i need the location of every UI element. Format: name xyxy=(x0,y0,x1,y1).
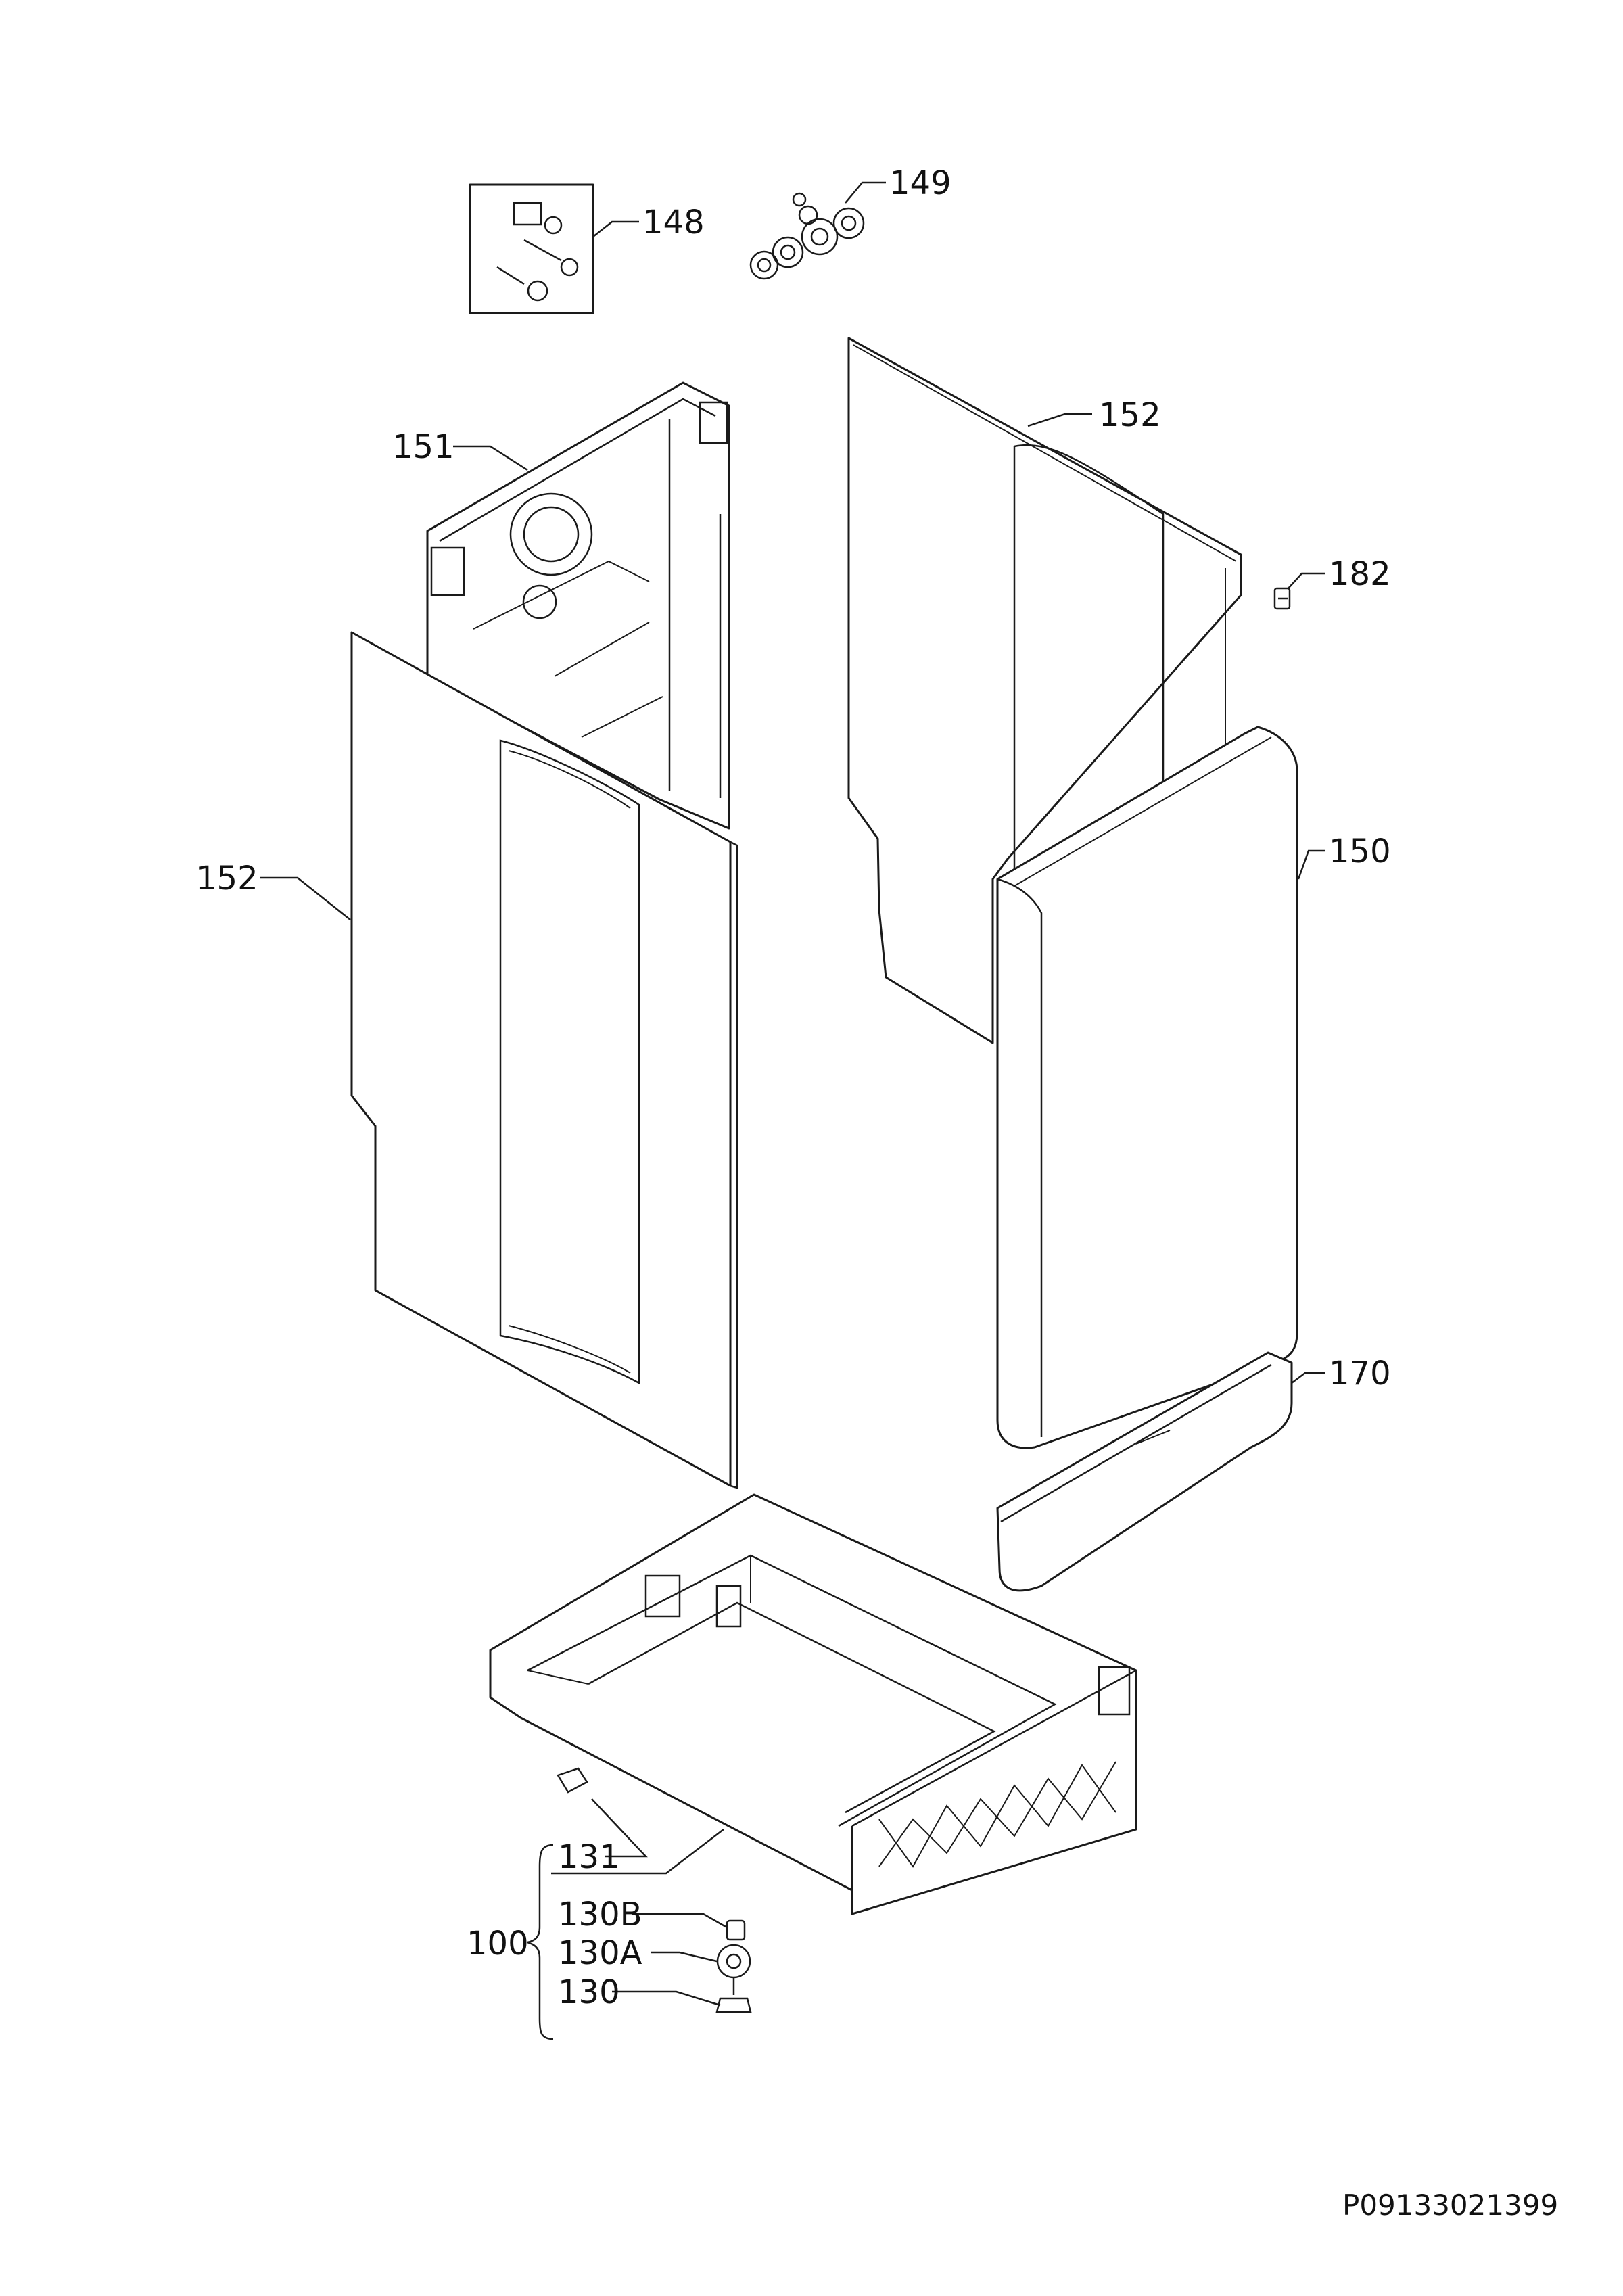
part-182-clip xyxy=(1273,587,1291,610)
part-151-rear-frame xyxy=(426,381,730,830)
callout-152-left: 152 xyxy=(196,860,258,897)
callout-130B: 130B xyxy=(558,1896,642,1934)
part-152-side-panel-left xyxy=(350,631,738,1489)
callout-100: 100 xyxy=(467,1925,529,1963)
callout-150: 150 xyxy=(1329,833,1391,870)
part-130-foot xyxy=(715,1978,752,2013)
callout-130: 130 xyxy=(558,1973,620,2011)
callout-149: 149 xyxy=(889,164,951,202)
part-100-base-frame xyxy=(489,1493,1137,1915)
callout-131: 131 xyxy=(558,1838,620,1876)
leader-lines xyxy=(260,181,1325,2040)
callout-182: 182 xyxy=(1329,555,1391,593)
callout-170: 170 xyxy=(1329,1355,1391,1392)
callout-151: 151 xyxy=(392,428,454,466)
callout-labels: 148 149 151 152 182 152 150 170 131 100 … xyxy=(196,164,1391,2011)
part-170-plinth xyxy=(996,1351,1293,1592)
part-148-fixing-kit xyxy=(469,183,594,314)
part-130B-nut xyxy=(726,1919,746,1941)
callout-130A: 130A xyxy=(558,1934,642,1972)
document-id: P09133021399 xyxy=(1342,2188,1558,2222)
part-130A-lock-ring xyxy=(716,1944,751,1979)
callout-148: 148 xyxy=(642,204,705,241)
part-150-front-panel xyxy=(996,726,1298,1449)
part-131-bracket xyxy=(557,1767,588,1794)
part-149-washers xyxy=(749,192,865,280)
part-152-side-panel-right xyxy=(847,337,1242,1044)
callout-152-top: 152 xyxy=(1099,396,1161,434)
